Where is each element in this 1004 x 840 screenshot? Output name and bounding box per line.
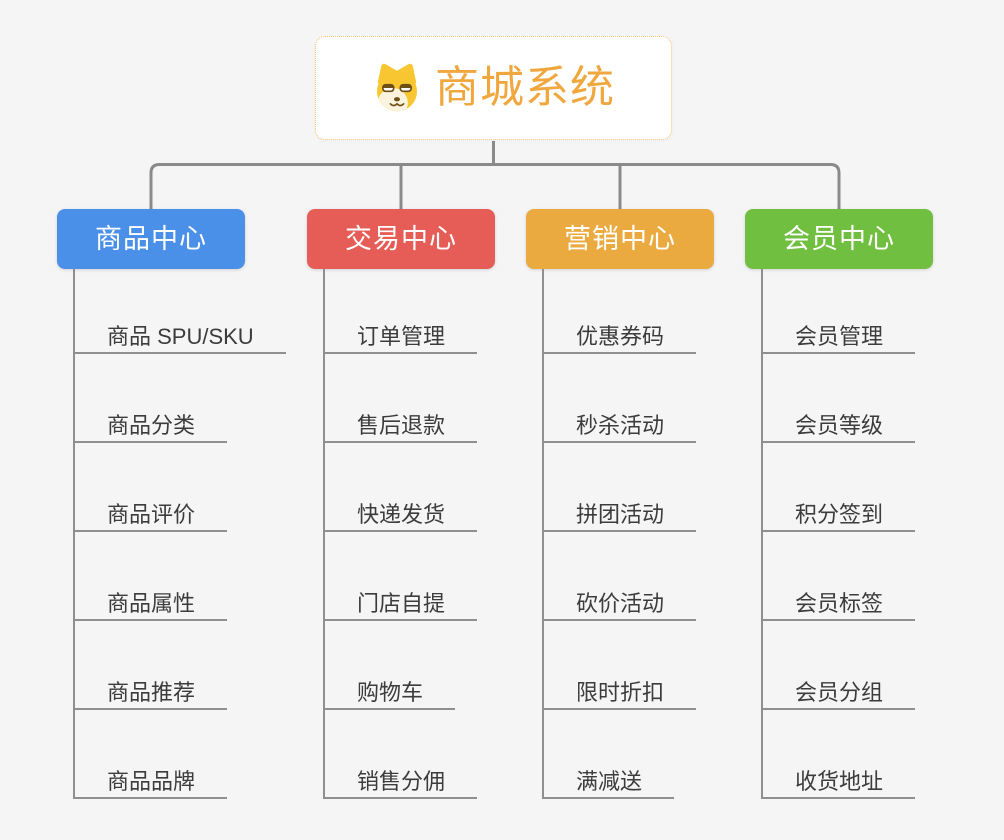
branch-children: 商品 SPU/SKU 商品分类商品评价商品属性商品推荐商品品牌: [73, 269, 286, 799]
leaf-topic[interactable]: 会员分组: [763, 621, 916, 710]
leaf-topic[interactable]: 快递发货: [325, 443, 478, 532]
leaf-topic[interactable]: 拼团活动: [544, 443, 697, 532]
leaf-topic[interactable]: 商品品牌: [75, 710, 228, 799]
root-title: 商城系统: [435, 63, 615, 112]
leaf-label: 商品推荐: [107, 679, 196, 705]
leaf-topic[interactable]: 订单管理: [325, 269, 478, 354]
branch-label: 商品中心: [95, 223, 207, 254]
leaf-topic[interactable]: 会员标签: [763, 532, 916, 621]
leaf-label: 商品评价: [107, 501, 196, 527]
leaf-label: 商品属性: [107, 590, 196, 616]
branch-node[interactable]: 营销中心: [526, 209, 714, 269]
leaf-topic[interactable]: 商品评价: [75, 443, 228, 532]
leaf-label: 秒杀活动: [576, 412, 665, 438]
leaf-topic[interactable]: 优惠券码: [544, 269, 697, 354]
leaf-label: 优惠券码: [576, 323, 665, 349]
leaf-topic[interactable]: 砍价活动: [544, 532, 697, 621]
leaf-topic[interactable]: 会员等级: [763, 354, 916, 443]
leaf-topic[interactable]: 限时折扣: [544, 621, 697, 710]
leaf-label: 购物车: [357, 679, 424, 705]
leaf-label: 砍价活动: [576, 590, 665, 616]
leaf-label: 会员等级: [795, 412, 884, 438]
leaf-label: 门店自提: [357, 590, 446, 616]
leaf-label: 会员分组: [795, 679, 884, 705]
branch-children: 订单管理售后退款快递发货门店自提购物车销售分佣: [323, 269, 478, 799]
branch-node[interactable]: 商品中心: [57, 209, 245, 269]
leaf-topic[interactable]: 收货地址: [763, 710, 916, 799]
branch-label: 会员中心: [783, 223, 895, 254]
leaf-topic[interactable]: 商品分类: [75, 354, 228, 443]
leaf-label: 满减送: [576, 768, 643, 794]
leaf-topic[interactable]: 会员管理: [763, 269, 916, 354]
leaf-label: 商品 SPU/SKU: [107, 323, 254, 349]
branch-node[interactable]: 会员中心: [745, 209, 933, 269]
leaf-topic[interactable]: 售后退款: [325, 354, 478, 443]
root-node[interactable]: 商城系统: [315, 36, 672, 140]
leaf-topic[interactable]: 满减送: [544, 710, 675, 799]
branch-children: 会员管理会员等级积分签到会员标签会员分组收货地址: [761, 269, 916, 799]
leaf-topic[interactable]: 积分签到: [763, 443, 916, 532]
leaf-topic[interactable]: 商品 SPU/SKU: [75, 269, 286, 354]
leaf-label: 商品分类: [107, 412, 196, 438]
leaf-label: 销售分佣: [357, 768, 446, 794]
doge-icon: [377, 63, 417, 112]
branch-label: 交易中心: [345, 223, 457, 254]
leaf-topic[interactable]: 销售分佣: [325, 710, 478, 799]
leaf-label: 积分签到: [795, 501, 884, 527]
leaf-label: 收货地址: [795, 768, 884, 794]
leaf-label: 订单管理: [357, 323, 446, 349]
branch-node[interactable]: 交易中心: [307, 209, 495, 269]
leaf-label: 售后退款: [357, 412, 446, 438]
leaf-label: 会员标签: [795, 590, 884, 616]
leaf-topic[interactable]: 门店自提: [325, 532, 478, 621]
branch-children: 优惠券码秒杀活动拼团活动砍价活动限时折扣满减送: [542, 269, 697, 799]
leaf-topic[interactable]: 商品推荐: [75, 621, 228, 710]
branch-label: 营销中心: [564, 223, 676, 254]
leaf-label: 商品品牌: [107, 768, 196, 794]
leaf-label: 限时折扣: [576, 679, 665, 705]
leaf-topic[interactable]: 秒杀活动: [544, 354, 697, 443]
leaf-label: 拼团活动: [576, 501, 665, 527]
leaf-label: 快递发货: [357, 501, 446, 527]
leaf-label: 会员管理: [795, 323, 884, 349]
leaf-topic[interactable]: 商品属性: [75, 532, 228, 621]
leaf-topic[interactable]: 购物车: [325, 621, 456, 710]
